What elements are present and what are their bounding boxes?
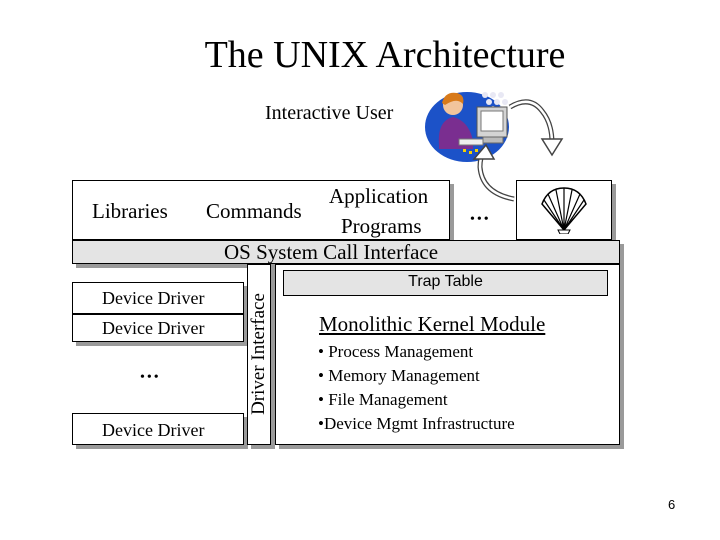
page-number: 6	[668, 497, 676, 512]
kernel-bullet-4: •Device Mgmt Infrastructure	[318, 414, 515, 433]
device-driver-box-2	[72, 314, 244, 342]
device-driver-box-1	[72, 282, 244, 314]
application-label-line1: Application	[329, 184, 429, 208]
driver-interface-label: Driver Interface	[248, 293, 269, 415]
device-driver-label-1: Device Driver	[102, 288, 205, 308]
device-driver-label-3: Device Driver	[102, 420, 205, 440]
interaction-arrows	[472, 99, 564, 202]
commands-label: Commands	[206, 199, 302, 223]
interactive-user-label: Interactive User	[265, 102, 394, 124]
top-ellipsis: •••	[470, 212, 491, 227]
device-driver-label-2: Device Driver	[102, 318, 205, 338]
kernel-bullet-2: • Memory Management	[318, 366, 480, 385]
device-driver-box-3	[72, 413, 244, 445]
libraries-box	[72, 180, 450, 240]
syscall-interface-label: OS System Call Interface	[224, 240, 439, 264]
person-at-computer-icon	[425, 92, 509, 162]
trap-table-box	[283, 270, 608, 296]
trap-table-label: Trap Table	[408, 273, 483, 290]
driver-interface-bar	[247, 264, 271, 445]
libraries-label: Libraries	[92, 199, 168, 223]
kernel-bullet-3: • File Management	[318, 390, 448, 409]
seashell-icon	[541, 187, 587, 234]
application-label-line2: Programs	[341, 214, 422, 238]
driver-ellipsis: •••	[140, 370, 161, 385]
page-title: The UNIX Architecture	[204, 34, 566, 76]
syscall-interface-bar	[72, 240, 620, 264]
kernel-title: Monolithic Kernel Module	[319, 312, 546, 336]
kernel-bullet-1: • Process Management	[318, 342, 474, 361]
